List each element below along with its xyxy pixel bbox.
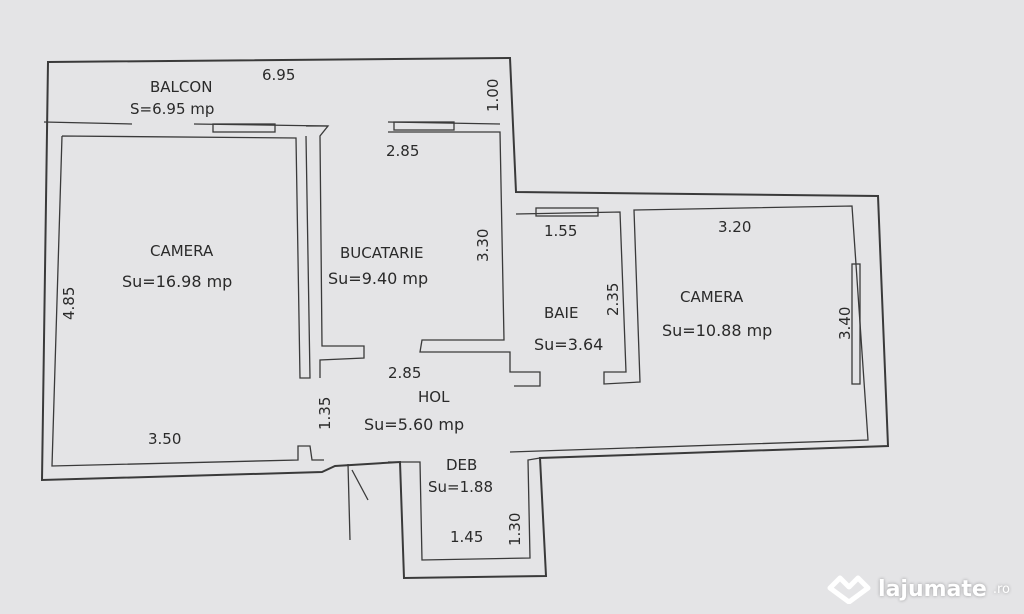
lajumate-watermark: lajumate .ro [826, 574, 1010, 604]
dim-camera2-w: 3.20 [718, 218, 751, 236]
dim-baie-w: 1.55 [544, 222, 577, 240]
hol-label: HOL [418, 388, 450, 406]
deb-wall [388, 457, 541, 561]
deb-label: DEB [446, 456, 477, 474]
partition-camera-bucatarie [306, 125, 365, 378]
camera1-label: CAMERA [150, 242, 214, 260]
outer-wall [40, 56, 890, 580]
dim-bucatarie-w: 2.85 [386, 142, 419, 160]
camera1-inner-wall [51, 135, 324, 467]
baie-area: Su=3.64 [534, 335, 603, 354]
entrance-door [347, 463, 369, 541]
dim-deb-w: 1.45 [450, 528, 483, 546]
hol-area: Su=5.60 mp [364, 415, 464, 434]
window-camera2 [851, 263, 861, 385]
dim-camera1-w: 3.50 [148, 430, 181, 448]
dim-balcon-len: 6.95 [262, 66, 295, 84]
balcon-label: BALCON [150, 78, 212, 96]
baie-label: BAIE [544, 304, 578, 322]
dim-camera2-h: 3.40 [836, 307, 854, 340]
balcon-area: S=6.95 mp [130, 100, 214, 118]
heart-logo-icon [827, 575, 871, 604]
camera2-area: Su=10.88 mp [662, 321, 772, 340]
camera1-area: Su=16.98 mp [122, 272, 232, 291]
window-balcony-camera [212, 123, 276, 133]
dim-hol-w: 2.85 [388, 364, 421, 382]
camera2-label: CAMERA [680, 288, 744, 306]
watermark-brand: lajumate [878, 576, 987, 602]
bucatarie-inner-wall [388, 131, 541, 387]
bucatarie-label: BUCATARIE [340, 244, 423, 262]
dim-balcon-depth: 1.00 [484, 79, 502, 112]
window-baie [535, 207, 599, 217]
window-balcony-bucatarie [393, 121, 455, 131]
deb-area: Su=1.88 [428, 478, 493, 496]
dim-bucatarie-h: 3.30 [474, 229, 492, 262]
bucatarie-area: Su=9.40 mp [328, 269, 428, 288]
dim-camera1-h: 4.85 [60, 287, 78, 320]
watermark-suffix: .ro [992, 581, 1010, 597]
dim-hol-h: 1.35 [316, 397, 334, 430]
dim-baie-h: 2.35 [604, 283, 622, 316]
dim-deb-h: 1.30 [506, 513, 524, 546]
